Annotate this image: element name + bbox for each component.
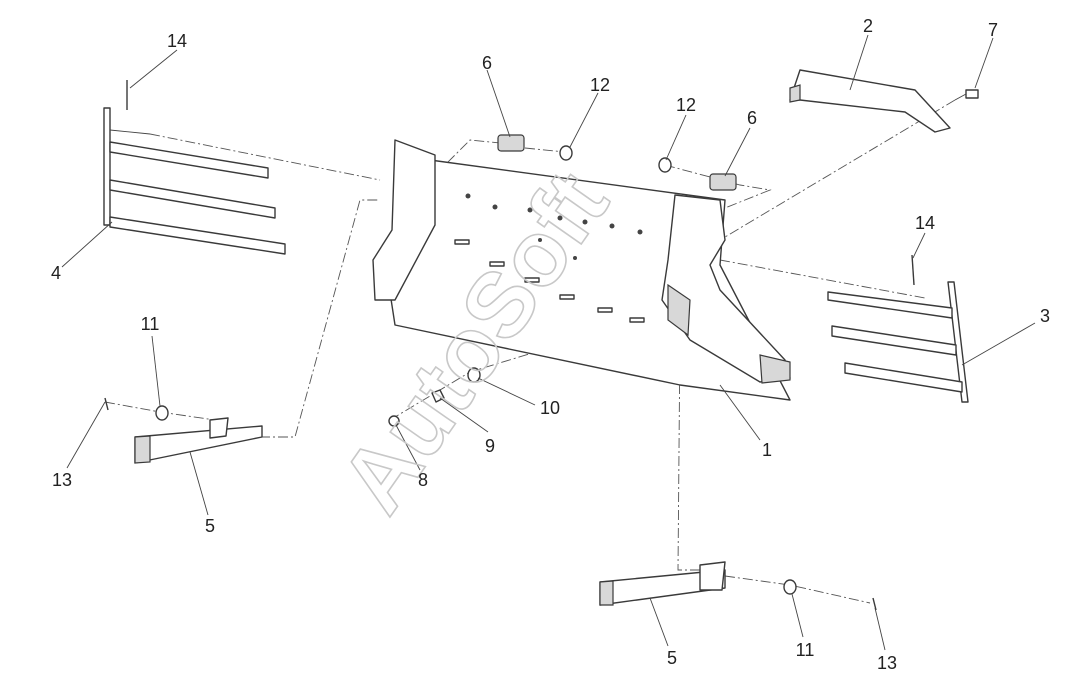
callout-2: 2 (863, 16, 873, 36)
mouldboard-holes (465, 193, 643, 260)
leader-lines (61, 34, 1036, 651)
part-5-adjust-bar-right (599, 561, 726, 606)
callout-6-right: 6 (747, 108, 757, 128)
callout-6-left: 6 (482, 53, 492, 73)
callout-14-right: 14 (915, 213, 935, 233)
callout-11-right: 11 (796, 640, 815, 660)
callout-10: 10 (540, 398, 560, 418)
callout-3: 3 (1040, 306, 1050, 326)
callout-8: 8 (418, 470, 428, 490)
part-4-side-frame (103, 107, 286, 255)
pin-13-left (104, 397, 109, 411)
part-7-bolt (954, 89, 979, 101)
callout-1: 1 (762, 440, 772, 460)
washer-10 (467, 367, 481, 383)
callout-5-left: 5 (205, 516, 215, 536)
callout-11-left: 11 (141, 314, 160, 334)
callout-13-left: 13 (52, 470, 72, 490)
callout-7: 7 (988, 20, 998, 40)
spring-right (709, 173, 737, 191)
mouldboard-slots (454, 239, 645, 323)
part-3-side-frame (827, 281, 969, 403)
callout-14-left: 14 (167, 31, 187, 51)
part-2-rail (789, 69, 951, 133)
part-6-springs (497, 134, 737, 191)
part-5-adjust-bar-left (134, 417, 263, 464)
washer-12-left (559, 145, 573, 161)
washers (155, 145, 797, 595)
callout-labels: 14 2 7 6 12 12 6 14 3 4 1 11 13 5 10 9 8… (51, 16, 1050, 673)
callout-12-left: 12 (590, 75, 610, 95)
callout-12-right: 12 (676, 95, 696, 115)
callout-13-right: 13 (877, 653, 897, 673)
part-1-mouldboard (372, 139, 791, 401)
washer-8 (388, 415, 400, 427)
washer-11-right (783, 579, 797, 595)
callout-5-right: 5 (667, 648, 677, 668)
pins (104, 80, 915, 611)
callout-4: 4 (51, 263, 61, 283)
callout-9: 9 (485, 436, 495, 456)
washer-12-right (658, 157, 672, 173)
spring-left (497, 134, 525, 152)
pin-14-right (911, 254, 915, 286)
washer-11-left (155, 405, 169, 421)
pin-13-right (872, 597, 877, 611)
